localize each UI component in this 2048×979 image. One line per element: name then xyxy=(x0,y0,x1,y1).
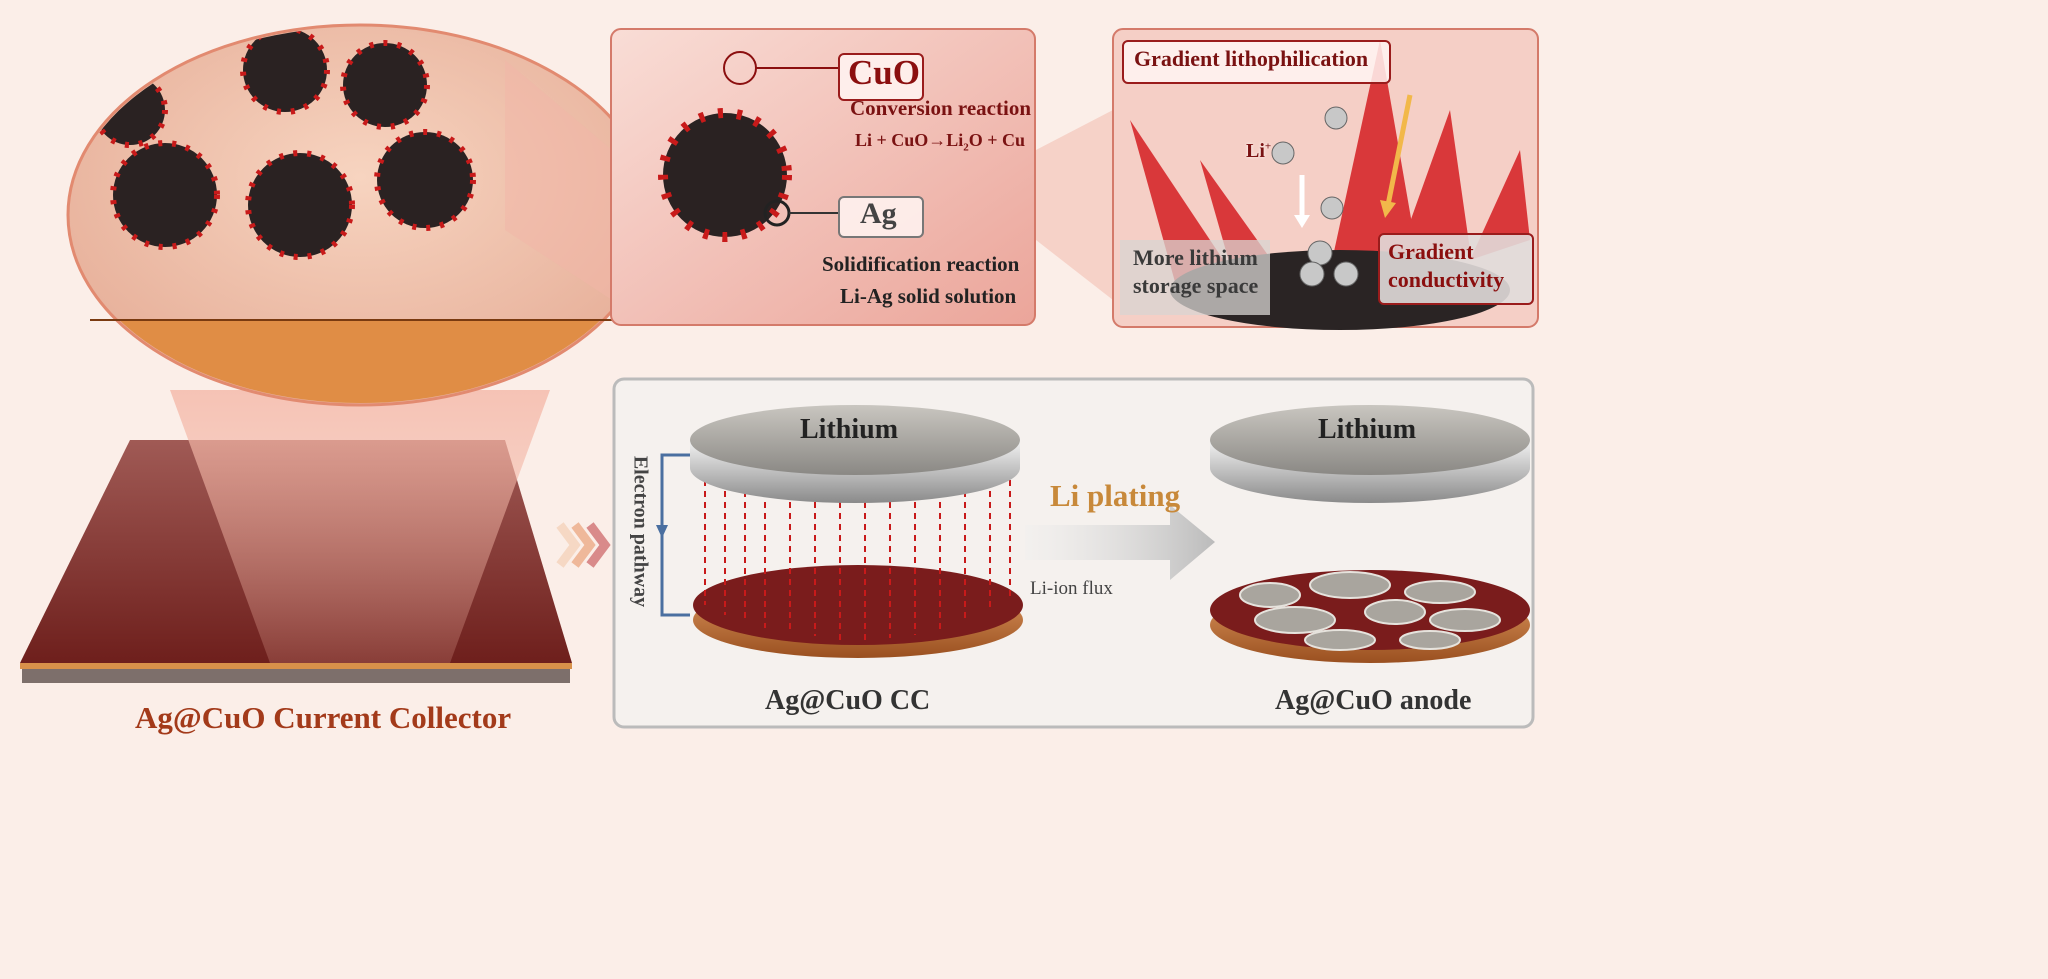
cuo-spheres xyxy=(92,27,476,260)
electron-pathway-label: Electron pathway xyxy=(629,455,652,608)
lithium-disc-left xyxy=(690,405,1020,475)
li-ion-flux-label: Li-ion flux xyxy=(1030,578,1113,599)
lithophilication-box xyxy=(1122,40,1391,84)
li-ion-label: Li+ xyxy=(1246,140,1272,162)
solidification-subtitle: Li-Ag solid solution xyxy=(840,284,1017,308)
panel-reactions xyxy=(610,28,1036,326)
ag-label: Ag xyxy=(860,197,897,230)
zoom-cone xyxy=(170,390,550,663)
cc-label: Ag@CuO CC xyxy=(765,685,931,716)
main-label: Ag@CuO Current Collector xyxy=(135,700,512,735)
lithium-left-label: Lithium xyxy=(800,414,899,445)
plating-arrow xyxy=(1025,505,1215,580)
lithophilication-label: Gradient lithophilication xyxy=(1134,46,1369,71)
ag-label-box xyxy=(838,196,924,238)
conversion-equation: Li + CuO→Li2O + Cu xyxy=(855,130,1026,154)
conversion-title: Conversion reaction xyxy=(850,96,1032,120)
li-plating-label: Li plating xyxy=(1050,478,1181,513)
solidification-title: Solidification reaction xyxy=(822,252,1020,276)
cc-disc xyxy=(693,565,1023,645)
lithium-right-label: Lithium xyxy=(1318,414,1417,445)
anode-label: Ag@CuO anode xyxy=(1275,685,1472,716)
conductivity-box xyxy=(1378,233,1534,305)
li-ion-flux-lines xyxy=(704,480,1011,640)
lithium-islands xyxy=(1239,571,1501,651)
cuo-label-box xyxy=(838,53,924,101)
chevron-arrows xyxy=(556,522,611,568)
lithium-disc-right xyxy=(1210,405,1530,475)
cuo-label: CuO xyxy=(848,53,920,92)
